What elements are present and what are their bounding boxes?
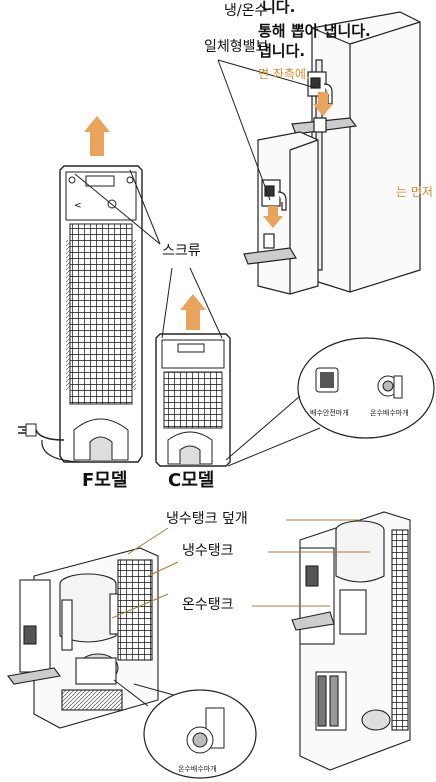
f-model-label: F모델 [82, 470, 128, 491]
drain-cap-callout [225, 337, 435, 467]
svg-text:<: < [74, 201, 82, 211]
hot-drain-cap-label-top: 온수배수마개 [370, 409, 409, 417]
hot-tank-label: 온수탱크 [182, 597, 234, 613]
c-model-illustration [155, 294, 231, 467]
body-text-line-2: 통해 뽑아 냅니다. [258, 22, 371, 40]
purifier-illustration [243, 11, 421, 295]
valve-arrows [263, 92, 333, 228]
valve-label-line-2: 일체형밸브 [204, 39, 269, 55]
f-model-illustration: < [18, 116, 143, 463]
tank-leader-lines [111, 519, 370, 619]
cold-tank-cover-label: 냉수탱크 덮개 [166, 511, 248, 527]
body-text-line-3: 냅니다. [258, 42, 306, 60]
c-model-interior [291, 511, 411, 771]
c-model-label: C모델 [168, 470, 215, 491]
hot-drain-cap-label-bottom: 온수배수마개 [178, 765, 217, 773]
drain-safety-cap-label: 배수안전마개 [310, 409, 349, 417]
body-text-line-1: 니다. [262, 0, 296, 16]
note-text-line-1: 면 좌측에, [258, 67, 310, 81]
f-model-interior [7, 547, 159, 729]
cold-tank-label: 냉수탱크 [182, 543, 234, 559]
valve-label-line-1: 냉/온수 [224, 3, 268, 19]
note-text-line-2: 는 먼저 [396, 185, 433, 199]
hot-drain-cap-callout [113, 679, 257, 779]
screw-leader-lines [74, 169, 223, 339]
valve-leader-lines [217, 59, 317, 201]
screw-label: 스크류 [162, 243, 201, 259]
